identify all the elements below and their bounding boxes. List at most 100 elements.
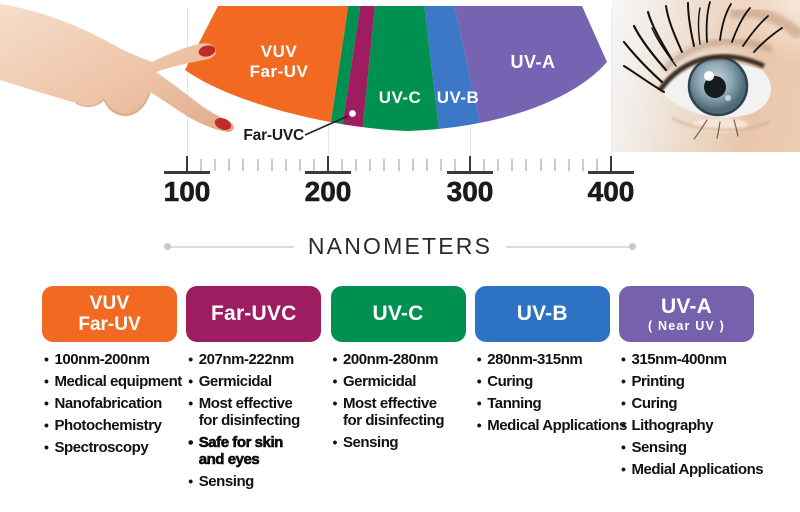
card-item-text: 207nm-222nm (198, 351, 295, 368)
card-item-text: Nanofabrication (54, 395, 162, 412)
card-item: • Medial Applications (621, 461, 764, 478)
minor-tick (453, 159, 456, 171)
card-item: • Photochemistry (44, 417, 177, 434)
eye-highlight-small (725, 95, 731, 101)
bullet: • (44, 439, 49, 455)
card-item-text: Curing (631, 395, 678, 412)
bullet: • (476, 395, 482, 411)
card-item-text: Photochemistry (54, 417, 162, 434)
bullet: • (332, 434, 338, 450)
lower-lid-fold (671, 116, 771, 132)
minor-tick (242, 159, 245, 171)
minor-tick (539, 159, 542, 171)
card-item: • 207nm-222nm (188, 351, 321, 368)
card-item-text: Germicidal (342, 373, 416, 390)
minor-tick (511, 159, 514, 171)
eyelashes (622, 1, 783, 140)
card-title: UV-B (516, 302, 568, 325)
card-item: •Tanning (477, 395, 610, 412)
nanometers-label: NANOMETERS (307, 233, 493, 259)
card-item-text: Medial Applications (631, 461, 764, 478)
fingernail-upper (198, 45, 216, 57)
bullet: • (188, 351, 193, 367)
card-item-text: Germicidal (198, 373, 272, 390)
card-item: •Most effective for disinfecting (188, 395, 321, 429)
nanometer-ruler: 100 200 300 400 (0, 0, 800, 215)
card-item: •315nm-400nm (621, 351, 754, 368)
bullet: • (621, 439, 626, 455)
eye-illustration (622, 1, 800, 140)
card-item: •Curing (477, 373, 610, 390)
card-item: • Spectroscopy (44, 439, 177, 456)
ruler-label-300: 300 (446, 176, 494, 208)
major-tick (326, 156, 330, 173)
minor-tick (284, 159, 287, 171)
card-item: •Most effective for disinfecting (333, 395, 466, 429)
card-title: UV-C (372, 302, 424, 325)
card-item-text: Most effective for disinfecting (342, 395, 445, 429)
card-item-text: Lithography (631, 417, 714, 434)
bullet: • (44, 373, 49, 389)
caption-dot-left (163, 243, 171, 250)
card-item-list: •315nm-400nm •Printing • Curing • Lithography… (619, 351, 764, 478)
bullet: • (621, 417, 626, 433)
bullet: • (476, 417, 482, 433)
minor-tick (270, 159, 273, 171)
card-item-text: 200nm-280nm (342, 351, 439, 368)
legend-cards: VUV Far-UV •100nm-200nm • Medical equipmen… (42, 286, 764, 495)
card-item: •Printing (621, 373, 754, 390)
card-item-text: 280nm-315nm (487, 351, 583, 368)
minor-tick (355, 159, 358, 171)
card-item-list: •200nm-280nm•Germicidal•Most effective f… (331, 351, 466, 451)
minor-tick (483, 159, 486, 171)
guide-line-400nm (611, 8, 612, 170)
card-item: •Safe for skin and eyes (188, 434, 321, 469)
card-item-text: Spectroscopy (54, 439, 149, 456)
nanometers-caption-row: NANOMETERS (0, 233, 800, 260)
bullet: • (621, 461, 626, 477)
card-item-text: Safe for skin and eyes (198, 434, 283, 469)
minor-tick (214, 159, 217, 171)
minor-tick (369, 159, 372, 171)
card-item: •Sensing (188, 473, 321, 490)
card-item: •Medical Applications (476, 417, 628, 434)
card-header: UV-C (330, 286, 466, 342)
band-far-uvc (338, 6, 376, 131)
guide-line-100nm (187, 8, 188, 170)
fan-label-uvc: UV-C (378, 88, 422, 107)
card-item-text: Most effective for disinfecting (198, 395, 301, 429)
band-uv-c (360, 6, 442, 131)
bullet: • (621, 395, 626, 411)
minor-tick (312, 159, 315, 171)
card-header: UV-A ( Near UV ) (619, 286, 754, 342)
card-item: •Sensing (333, 434, 466, 451)
card-item-text: Medical equipment (54, 373, 182, 390)
minor-tick (497, 159, 500, 171)
ruler-label-100: 100 (163, 176, 211, 208)
caption-dot-right (629, 243, 637, 250)
bullet: • (44, 417, 49, 433)
minor-tick (595, 159, 598, 171)
ruler-label-400: 400 (587, 176, 635, 208)
eye-photo (612, 0, 800, 152)
minor-tick (200, 159, 203, 171)
card-item: •100nm-200nm (44, 351, 177, 368)
card-item-list: •100nm-200nm • Medical equipment • Nanofabri… (42, 351, 182, 456)
ruler-label-200: 200 (304, 176, 352, 208)
minor-tick (341, 159, 344, 171)
card-title-line2: Far-UV (78, 314, 141, 335)
bullet: • (44, 395, 49, 411)
minor-tick (411, 159, 414, 171)
major-tick-base (164, 171, 210, 174)
minor-tick (383, 159, 386, 171)
card-item: •Sensing (621, 439, 754, 456)
minor-tick (525, 159, 528, 171)
upper-lid-line (657, 54, 766, 92)
minor-tick (397, 159, 400, 171)
card-item-list: • 207nm-222nm• Germicidal •Most effective f… (186, 351, 321, 490)
card-uv-b: UV-B • 280nm-315nm •Curing •Tanning •Medical… (474, 286, 628, 495)
major-tick-base (588, 171, 634, 174)
card-title: VUV (89, 293, 130, 314)
card-subtitle: ( Near UV ) (647, 318, 726, 333)
